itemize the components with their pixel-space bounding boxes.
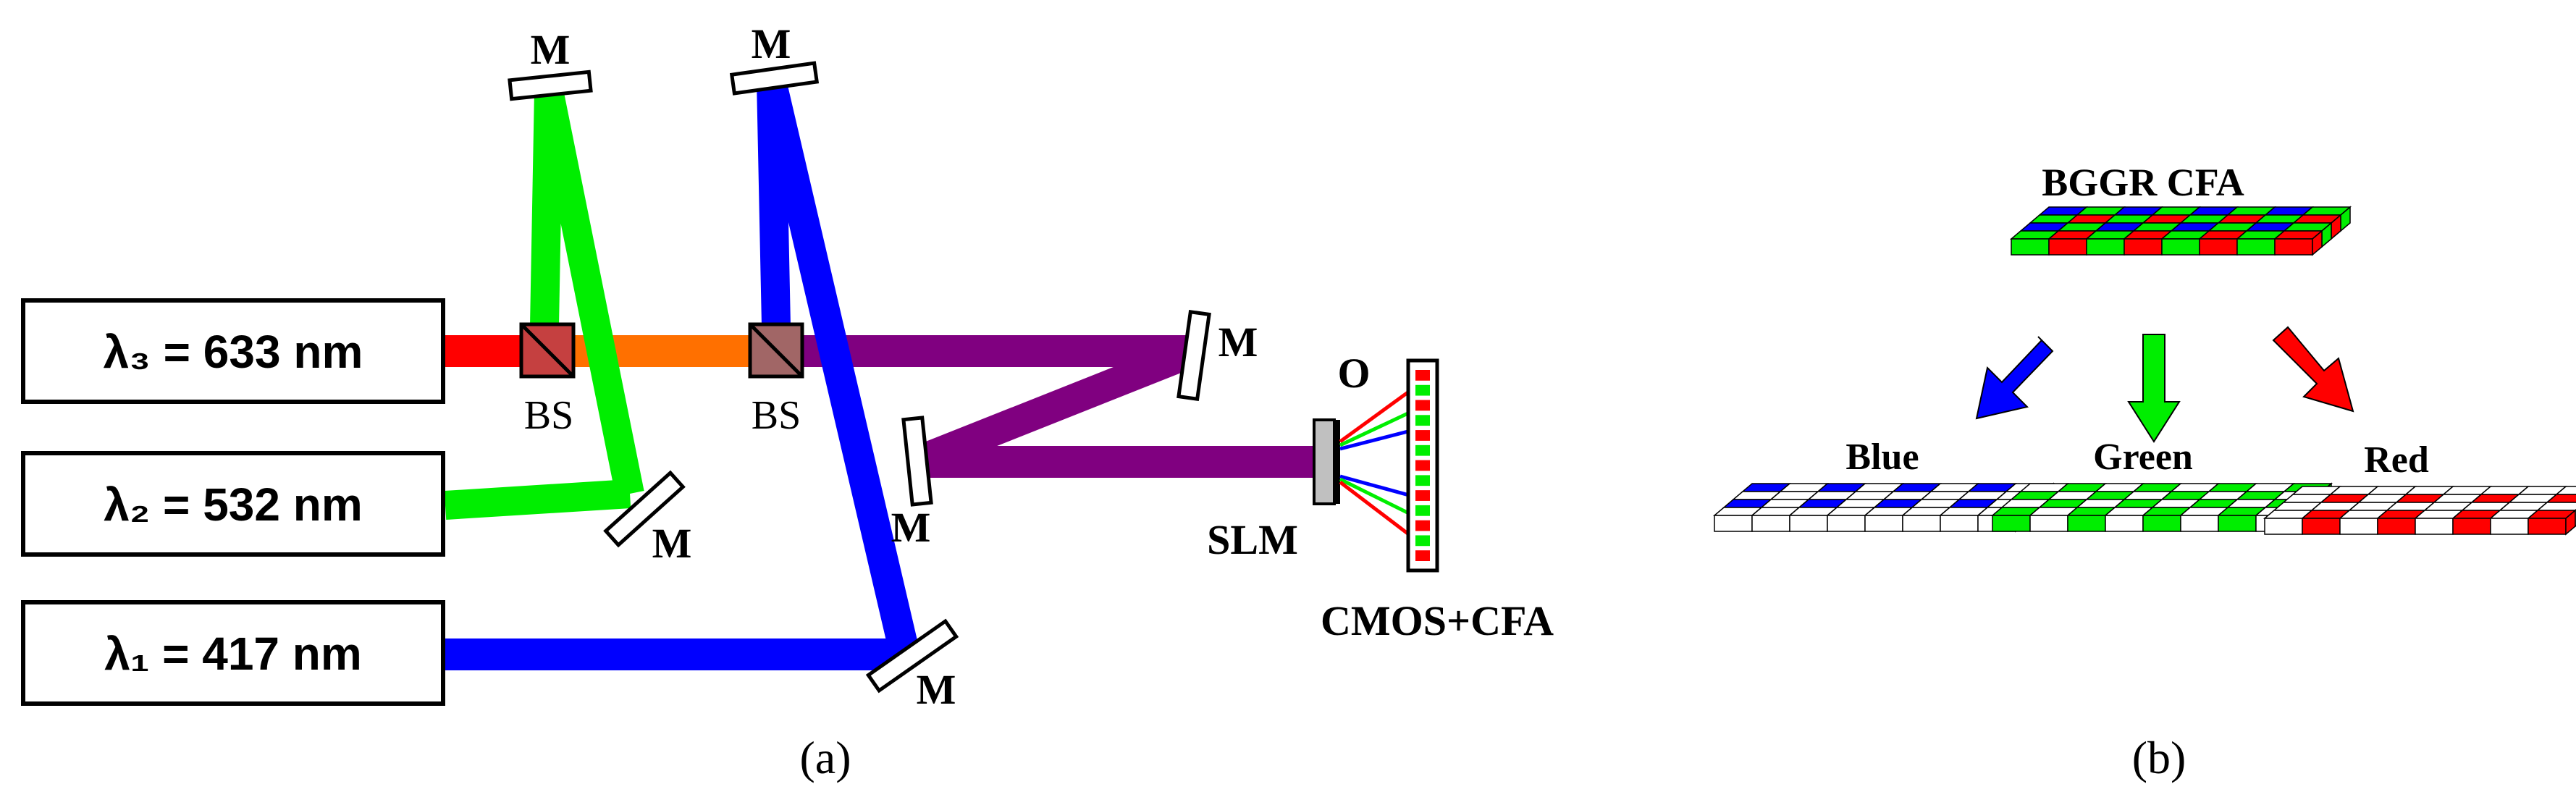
bs-label-1: BS	[524, 393, 574, 438]
laser-label-1: λ₁ = 417 nm	[104, 628, 362, 680]
sensor-pixel	[1415, 430, 1430, 441]
mirror-label: M	[891, 504, 931, 551]
beam-purple-2	[910, 337, 1200, 476]
beam-splitter-1: BS	[519, 322, 576, 438]
cfa-cell-front	[1789, 515, 1828, 532]
sensor-pixel	[1415, 535, 1430, 547]
sensor-pixel	[1415, 550, 1430, 561]
mirror-label: M	[752, 20, 791, 67]
cfa-cell-front	[2011, 238, 2050, 256]
sensor-pixel	[1415, 520, 1430, 531]
cfa-grid-red	[2263, 486, 2576, 536]
beam-blue-3	[757, 80, 791, 326]
mirror-label: M	[1218, 319, 1258, 366]
beam-blue-2	[756, 77, 920, 658]
sensor-pixel	[1415, 490, 1430, 501]
sensor-pixel	[1415, 475, 1430, 486]
mirror-label: M	[531, 26, 571, 73]
cfa-cell-front	[2048, 238, 2087, 256]
cfa-cell-front	[2415, 518, 2454, 535]
arrow-red	[2272, 326, 2354, 413]
sensor-pixel	[1415, 370, 1430, 381]
cfa-cell-front	[1992, 515, 2031, 532]
cfa-cell-front	[2264, 518, 2303, 535]
slm-label: SLM	[1207, 516, 1298, 563]
cfa-cell-top	[2554, 486, 2576, 495]
mirror-label: M	[652, 520, 692, 567]
mirror-purple-left: M	[891, 416, 933, 551]
cfa-cell-top	[2545, 494, 2576, 503]
arrow-blue	[1975, 336, 2054, 420]
cfa-cell-front	[2339, 518, 2378, 535]
cfa-cell-front	[2236, 238, 2276, 256]
cfa-cell-front	[2218, 515, 2257, 532]
sensor-pixel	[1415, 415, 1430, 426]
beam-green-3	[530, 90, 563, 326]
sensor-label: CMOS+CFA	[1321, 597, 1554, 644]
mirror-blue-lower: M	[865, 618, 959, 713]
cfa-cell-front	[2067, 515, 2106, 532]
cfa-cell-front	[2123, 238, 2163, 256]
cfa-cell-front	[2302, 518, 2341, 535]
cfa-cell-side	[2565, 509, 2576, 536]
mirror-purple-right: M	[1177, 309, 1258, 402]
sensor-pixel	[1415, 505, 1430, 516]
cfa-title: BGGR CFA	[2042, 161, 2244, 204]
slm: SLM	[1207, 418, 1340, 563]
laser-box-3: λ₃ = 633 nm	[21, 298, 445, 404]
mirror-top-green: M	[508, 26, 593, 101]
cfa-cell-front	[1827, 515, 1866, 532]
caption-a: (a)	[799, 732, 851, 783]
arrow-green	[2127, 334, 2181, 443]
channel-label-blue: Blue	[1845, 437, 1919, 478]
cfa-cell-front	[2029, 515, 2068, 532]
laser-label-3: λ₃ = 633 nm	[104, 326, 363, 378]
cfa-cell-front	[1864, 515, 1903, 532]
laser-label-2: λ₂ = 532 nm	[104, 479, 363, 531]
cfa-cell-front	[2490, 518, 2529, 535]
panel-a: λ₃ = 633 nm λ₂ = 532 nm λ₁ = 417 nm BS B…	[21, 20, 1554, 783]
cfa-cell-front	[2086, 238, 2125, 256]
cfa-cell-front	[1714, 515, 1753, 532]
beam-green-2	[534, 88, 644, 497]
mirror-top-blue: M	[729, 20, 820, 96]
cfa-cell-front	[2452, 518, 2491, 535]
sensor-pixel	[1415, 384, 1430, 396]
beam-paths	[444, 77, 1314, 670]
cfa-cell-front	[2142, 515, 2181, 532]
cfa-cell-front	[1902, 515, 1941, 532]
cfa-cell-front	[1751, 515, 1790, 532]
laser-box-1: λ₁ = 417 nm	[21, 600, 445, 706]
bs-label-2: BS	[752, 393, 801, 438]
cfa-cell-side	[2312, 229, 2323, 256]
cfa-cell-front	[2105, 515, 2144, 532]
sensor-pixel	[1415, 444, 1430, 456]
cfa-cell-front	[2527, 518, 2567, 535]
mirror-green-lower: M	[603, 470, 692, 567]
cfa-cell-front	[2180, 515, 2219, 532]
beam-green-1	[444, 479, 631, 520]
cmos-cfa-sensor	[1406, 358, 1439, 573]
cfa-cell-front	[2377, 518, 2416, 535]
mirror-label: M	[917, 666, 956, 713]
laser-box-2: λ₂ = 532 nm	[21, 451, 445, 557]
beam-splitter-2: BS	[748, 322, 804, 438]
channel-label-green: Green	[2093, 437, 2193, 478]
channel-label-red: Red	[2364, 439, 2429, 481]
cfa-cell-front	[2161, 238, 2200, 256]
cfa-cell-front	[1940, 515, 1979, 532]
cfa-cell-front	[2199, 238, 2238, 256]
object-label: O	[1337, 350, 1370, 397]
cfa-grid-combined	[2009, 206, 2352, 256]
cfa-cell-front	[2274, 238, 2313, 256]
sensor-pixel	[1415, 400, 1430, 411]
panel-b: BGGR CFA Blue Green Red (b)	[1712, 161, 2576, 783]
sensor-pixel	[1415, 460, 1430, 471]
caption-b: (b)	[2132, 732, 2186, 783]
